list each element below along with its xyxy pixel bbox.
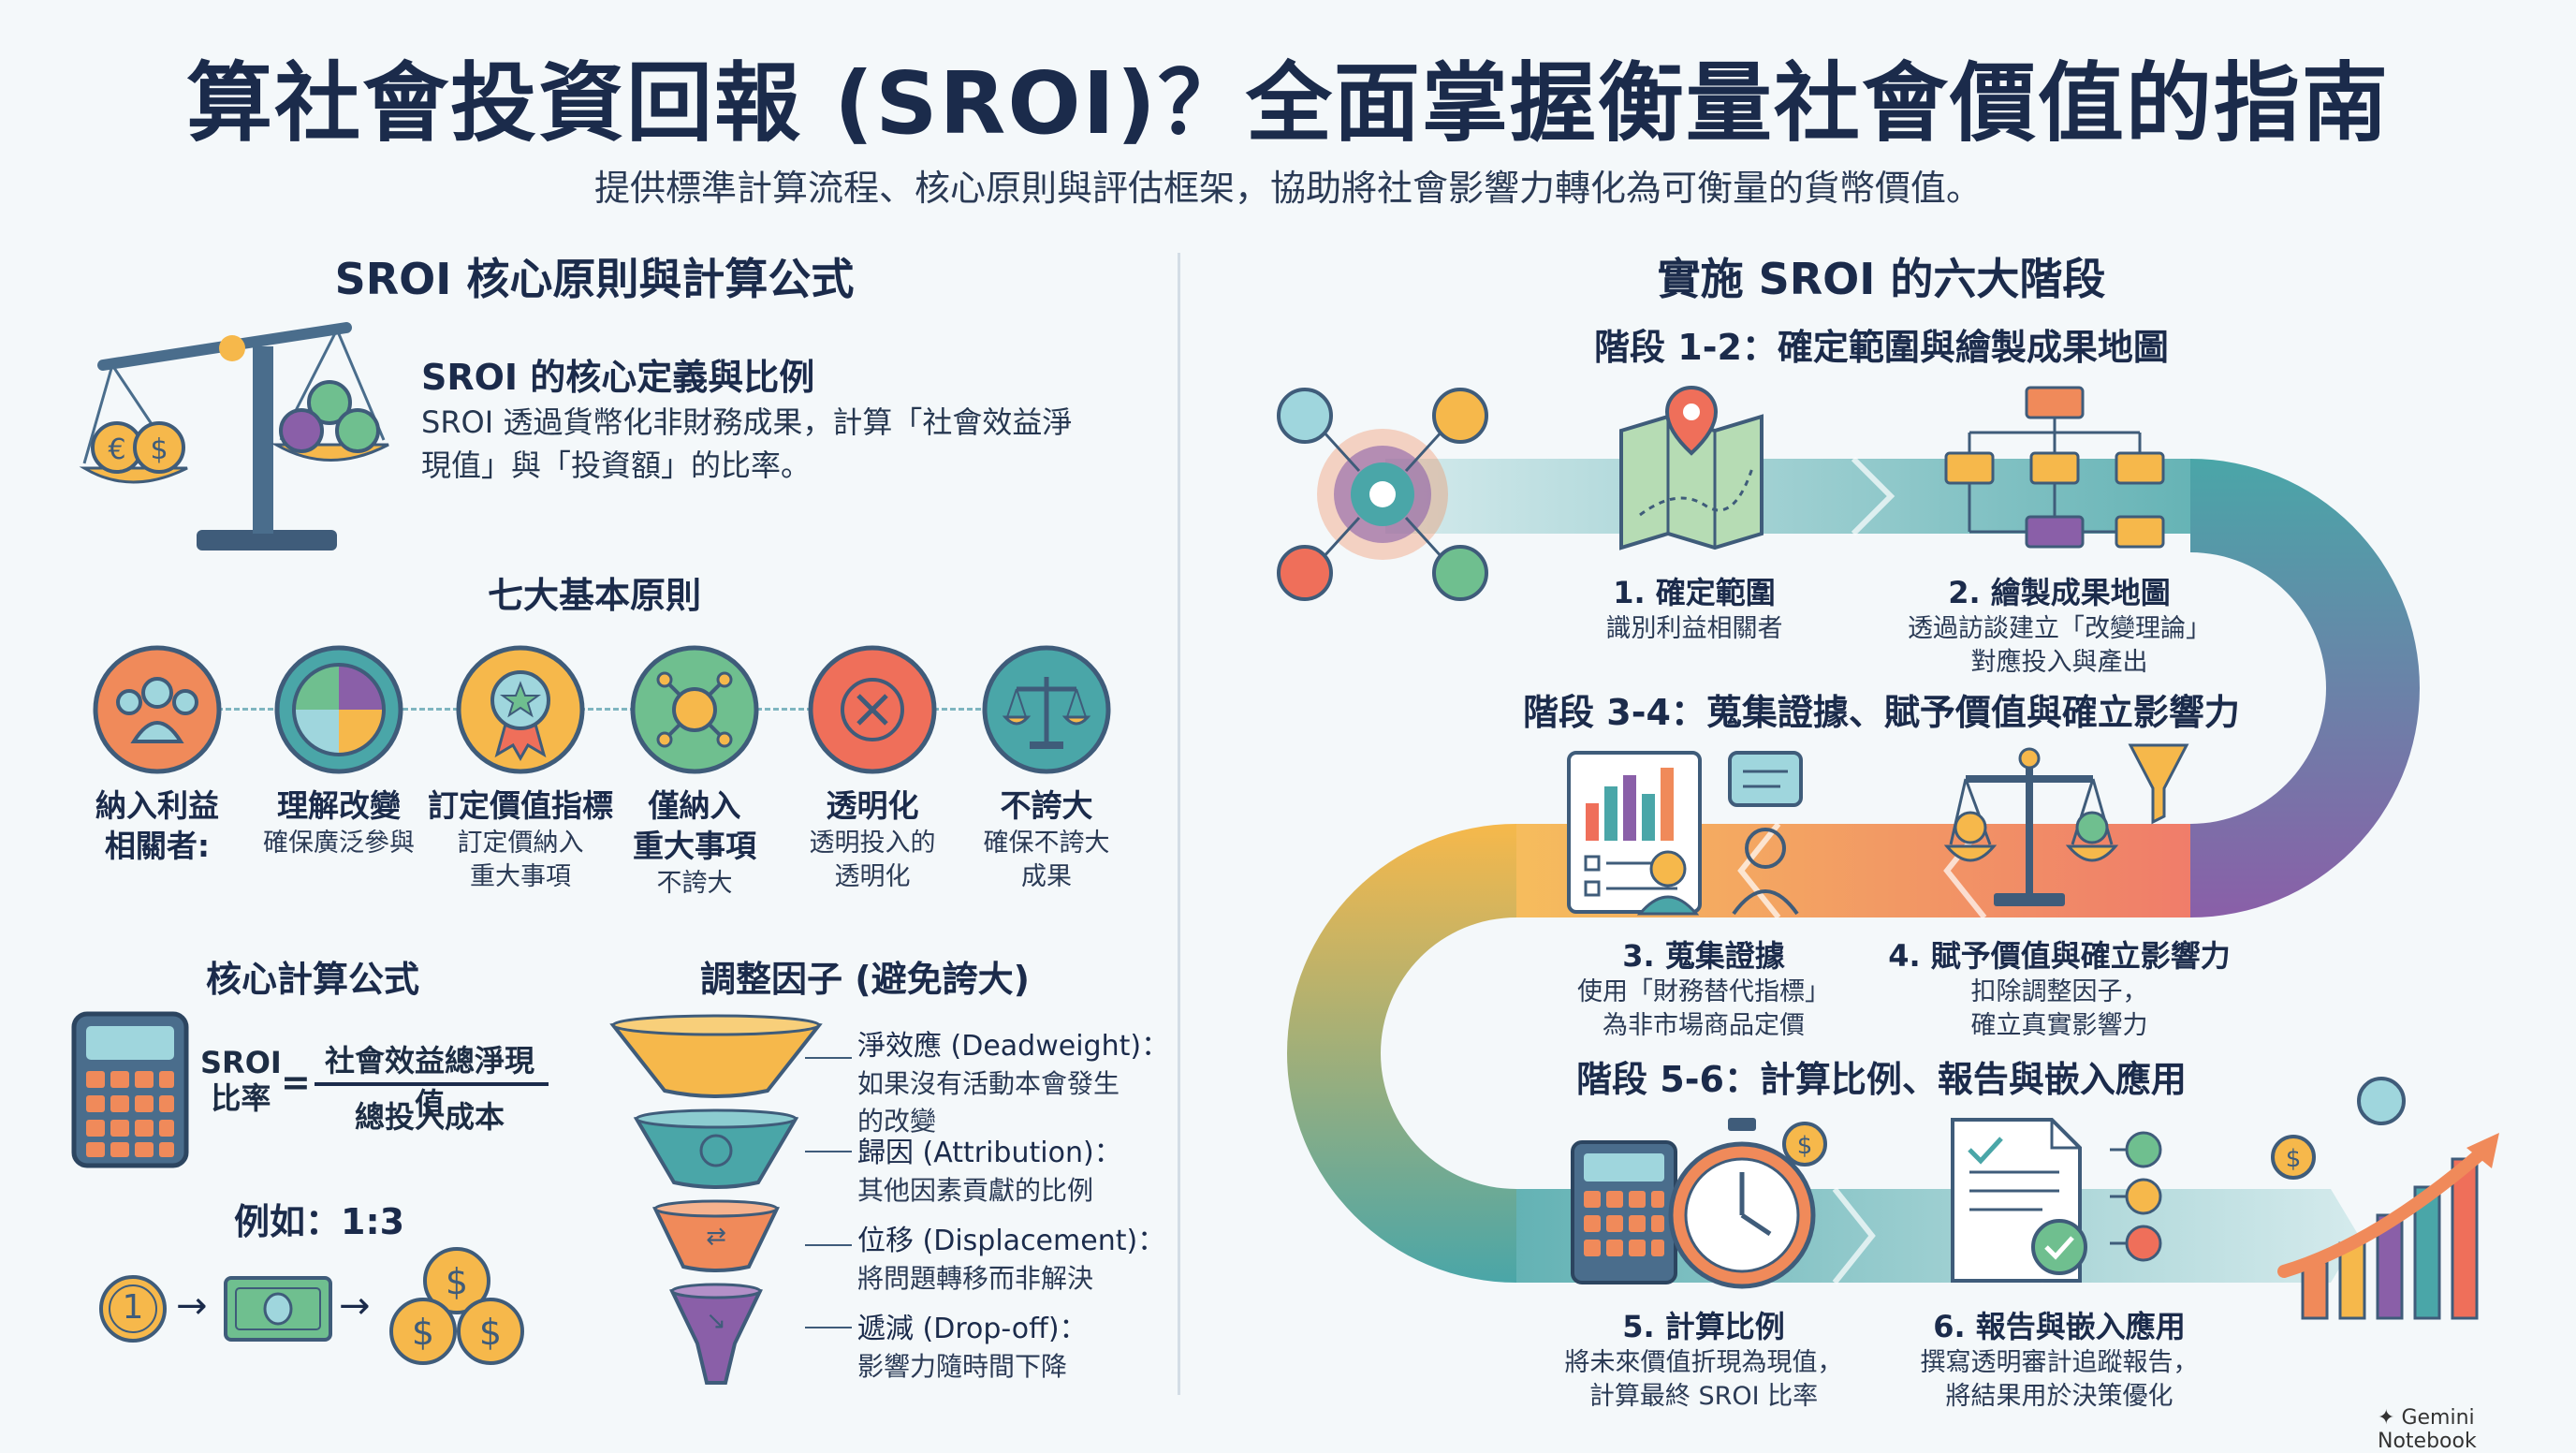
formula-equals: =: [281, 1062, 311, 1103]
definition-line2: 現值」與「投資額」的比率。: [421, 448, 812, 483]
brand-label: ✦ Gemini Notebook: [2378, 1406, 2477, 1453]
principle-item: 納入利益 相關者:: [95, 787, 219, 864]
svg-text:$: $: [479, 1312, 502, 1353]
right-heading: 實施 SROI 的六大階段: [1657, 254, 2106, 304]
column-divider: [1178, 253, 1180, 1395]
award-badge-icon: [456, 645, 585, 774]
principle-item: 訂定價值指標 訂定價納入 重大事項: [428, 787, 613, 892]
coin-icon: [99, 1275, 167, 1343]
svg-text:⇄: ⇄: [706, 1223, 726, 1251]
stage-heading-5-6: 階段 5-6：計算比例、報告與嵌入應用: [1576, 1059, 2187, 1100]
factor-item: 位移 (Displacement)： 將問題轉移而非解決: [857, 1225, 1166, 1294]
calculator-icon: [71, 1011, 189, 1168]
network-hub-icon: [630, 645, 759, 774]
balance-scale-icon: € $: [79, 322, 389, 550]
funnel-stack-icon: ⇄ ↘: [609, 1014, 823, 1385]
formula-lhs: SROI 比率: [200, 1045, 282, 1117]
map-pin-icon: [1619, 385, 1764, 550]
transparency-target-icon: [808, 645, 937, 774]
svg-text:$: $: [2286, 1145, 2302, 1173]
svg-text:$: $: [446, 1261, 468, 1302]
banknote-icon: [224, 1276, 332, 1342]
step-1: 1. 確定範圍 識別利益相關者: [1605, 575, 1783, 643]
puzzle-change-icon: [274, 645, 403, 774]
people-group-icon: [93, 645, 222, 774]
step-6: 6. 報告與嵌入應用 撰寫透明審計追蹤報告， 將結果用於決策優化: [1920, 1309, 2199, 1412]
svg-text:$: $: [150, 433, 168, 466]
growth-chart-icon: $: [2271, 1077, 2499, 1320]
page-title: 算社會投資回報 (SROI)？全面掌握衡量社會價值的指南: [186, 53, 2390, 154]
arrow-right-icon: →: [176, 1284, 208, 1328]
justice-scale-icon: [982, 645, 1111, 774]
stage-heading-1-2: 階段 1-2：確定範圍與繪製成果地圖: [1594, 327, 2169, 368]
principles-heading: 七大基本原則: [487, 575, 701, 616]
left-heading: SROI 核心原則與計算公式: [334, 254, 855, 304]
svg-text:$: $: [412, 1312, 434, 1353]
step-3: 3. 蒐集證據 使用「財務替代指標」 為非市場商品定價: [1577, 938, 1830, 1041]
principle-item: 透明化 透明投入的 透明化: [809, 787, 936, 892]
formula-example: 例如：1:3: [234, 1201, 405, 1242]
factor-item: 遞減 (Drop-off)： 影響力隨時間下降: [857, 1313, 1088, 1382]
factor-item: 淨效應 (Deadweight)： 如果沒有活動本會發生 的改變: [857, 1030, 1170, 1137]
definition-title: SROI 的核心定義與比例: [421, 357, 815, 398]
svg-text:$: $: [1797, 1132, 1813, 1160]
svg-text:€: €: [108, 433, 125, 466]
principles-connector: [150, 708, 1048, 711]
coin-stack-icon: $ $ $: [389, 1247, 524, 1365]
principle-item: 理解改變 確保廣泛參與: [263, 787, 415, 858]
formula-denominator: 總投入成本: [354, 1099, 505, 1135]
value-scale-funnel-icon: [1943, 743, 2189, 906]
fraction-bar: [315, 1082, 549, 1086]
step-2: 2. 繪製成果地圖 透過訪談建立「改變理論」 對應投入與產出: [1908, 575, 2211, 678]
sparkle-icon: ✦: [2378, 1406, 2402, 1430]
svg-text:↘: ↘: [706, 1307, 726, 1335]
definition-line1: SROI 透過貨幣化非財務成果，計算「社會效益淨: [421, 404, 1073, 440]
arrow-right-icon: →: [339, 1284, 371, 1328]
evidence-chart-icon: [1567, 751, 1803, 916]
step-5: 5. 計算比例 將未來價值折現為現值， 計算最終 SROI 比率: [1564, 1309, 1843, 1412]
step-4: 4. 賦予價值與確立影響力 扣除調整因子， 確立真實影響力: [1888, 938, 2231, 1041]
report-checklist-icon: [1951, 1118, 2162, 1283]
coin-label: 1: [122, 1288, 144, 1327]
principle-item: 僅納入 重大事項 不誇大: [633, 787, 756, 898]
page-subtitle: 提供標準計算流程、核心原則與評估框架，協助將社會影響力轉化為可衡量的貨幣價值。: [593, 168, 1982, 209]
factors-heading: 調整因子 (避免誇大): [700, 959, 1030, 1000]
flowchart-icon: [1944, 386, 2165, 549]
calculator-stopwatch-icon: $: [1571, 1118, 1827, 1289]
factor-item: 歸因 (Attribution)： 其他因素貢獻的比例: [857, 1137, 1122, 1206]
stage-heading-3-4: 階段 3-4：蒐集證據、賦予價值與確立影響力: [1523, 692, 2240, 733]
factor-leader-lines: [805, 1057, 852, 1328]
formula-heading: 核心計算公式: [206, 959, 420, 1000]
principle-item: 不誇大 確保不誇大 成果: [983, 787, 1110, 892]
stakeholder-hub-icon: [1277, 388, 1488, 601]
formula-numerator: 社會效益總淨現值: [324, 1043, 534, 1122]
